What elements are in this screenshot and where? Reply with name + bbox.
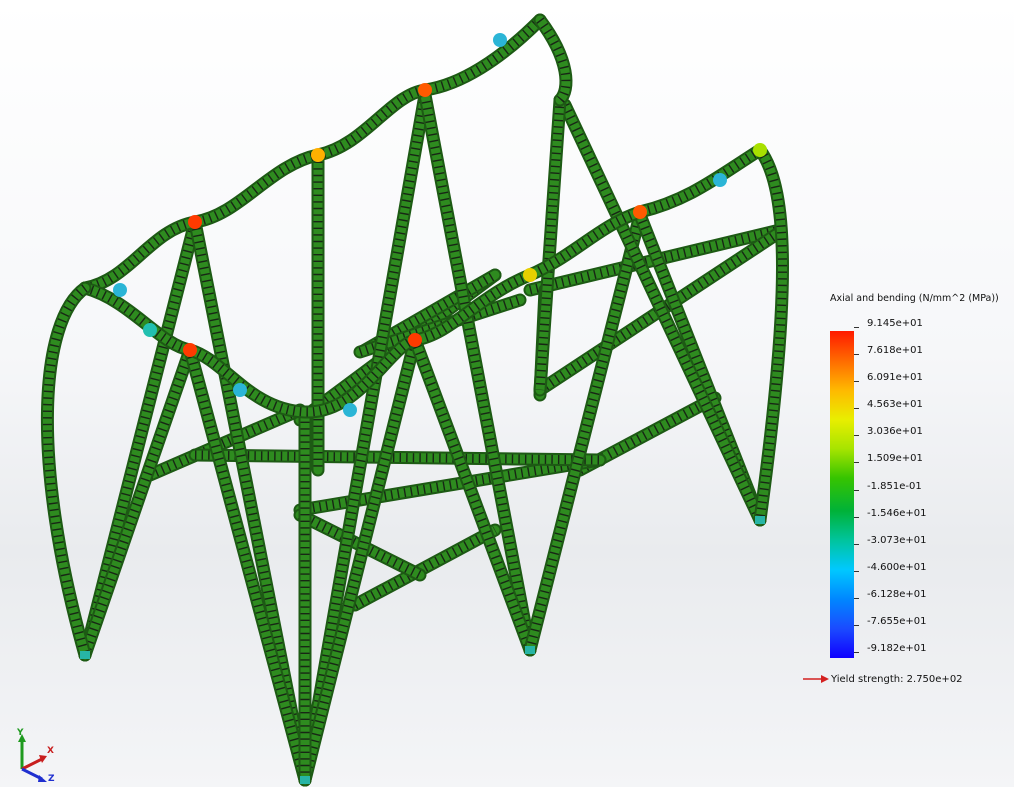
- fixture-support: [300, 776, 310, 784]
- stress-hotspot: [753, 143, 767, 157]
- stress-hotspot: [418, 83, 432, 97]
- leg-left-b-mesh: [190, 221, 310, 781]
- member-front-lower-mesh: [194, 450, 601, 465]
- leg-center-d-mesh: [410, 338, 535, 652]
- leg-center-a: [300, 90, 430, 785]
- triad-x-label: X: [47, 746, 54, 756]
- stress-hotspot: [113, 283, 127, 297]
- triad-axes-icon: [18, 734, 47, 782]
- end-arch-right: [755, 145, 787, 525]
- member-rear-cross-1-mesh: [297, 271, 498, 424]
- stress-hotspots: [80, 33, 767, 784]
- end-arch-left: [43, 283, 90, 660]
- stress-hotspot: [188, 215, 202, 229]
- stress-hotspot: [493, 33, 507, 47]
- triad-z-label: Z: [48, 774, 55, 784]
- fixture-support: [755, 516, 765, 524]
- fixture-support: [80, 651, 90, 659]
- stress-hotspot: [143, 323, 157, 337]
- stress-hotspot: [408, 333, 422, 347]
- leg-right-a: [525, 210, 645, 655]
- leg-left-c-mesh: [80, 348, 195, 657]
- member-mid-lower-mesh: [299, 455, 601, 515]
- coordinate-triad[interactable]: Y X Z: [12, 728, 62, 784]
- stress-hotspot: [343, 403, 357, 417]
- leg-left-c: [80, 345, 195, 660]
- stress-hotspot: [713, 173, 727, 187]
- stress-hotspot: [633, 205, 647, 219]
- stress-hotspot: [233, 383, 247, 397]
- fixture-support: [525, 646, 535, 654]
- leg-center-c: [300, 335, 420, 785]
- end-arch-rear: [535, 15, 571, 105]
- stress-hotspot: [523, 268, 537, 282]
- member-front-bottom-mesh: [352, 526, 498, 609]
- truss-frame-model[interactable]: [41, 13, 789, 787]
- leg-center-b: [420, 90, 535, 655]
- leg-right-c: [560, 100, 765, 525]
- stress-hotspot: [311, 148, 325, 162]
- triad-y-label: Y: [17, 728, 24, 738]
- post-rear-mesh: [535, 99, 565, 391]
- stress-hotspot: [183, 343, 197, 357]
- member-left-lower-mesh: [148, 405, 302, 480]
- end-arch-rear-mesh: [536, 17, 571, 104]
- leg-left-d-mesh: [185, 348, 310, 782]
